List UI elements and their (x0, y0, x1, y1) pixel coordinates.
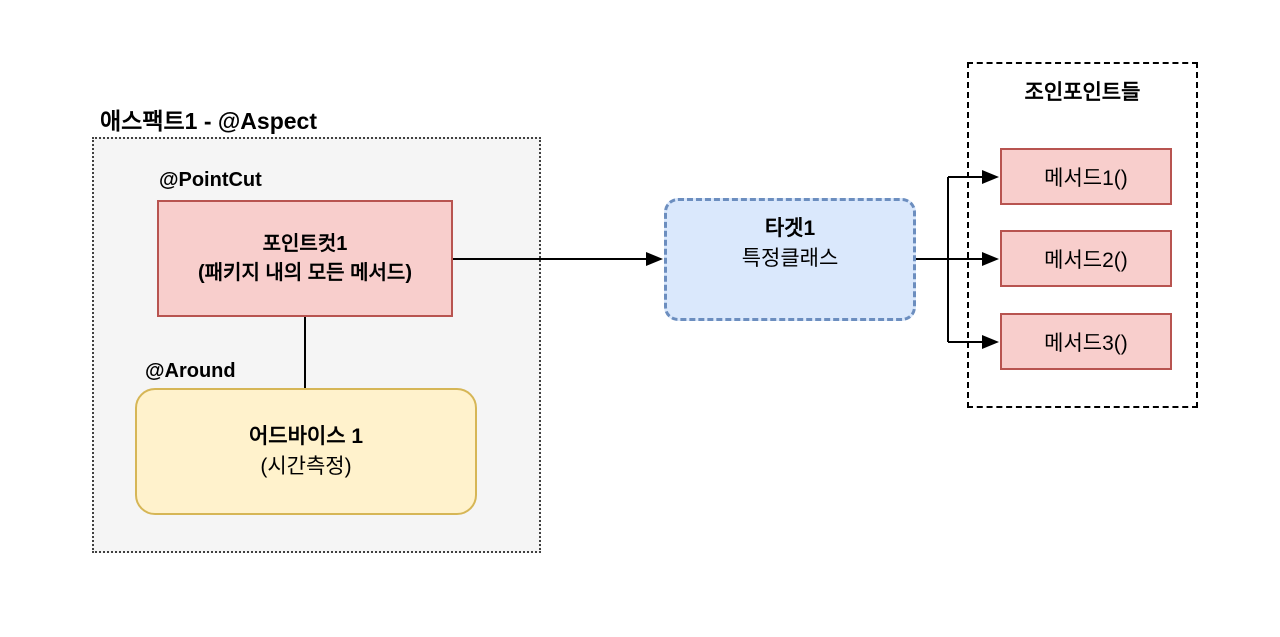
target-description: 특정클래스 (741, 246, 839, 270)
method3-node: 메서드3() (1000, 313, 1172, 370)
method2-node: 메서드2() (1000, 230, 1172, 287)
arrowhead-target (646, 252, 663, 266)
method1-node: 메서드1() (1000, 148, 1172, 205)
method3-label: 메서드3() (1044, 331, 1128, 355)
joinpoints-container (967, 62, 1198, 408)
method2-label: 메서드2() (1044, 248, 1128, 272)
target-name: 타겟1 (764, 216, 816, 240)
around-annotation-label: @Around (145, 360, 236, 382)
target-node: 타겟1 특정클래스 (664, 198, 916, 321)
pointcut-description: (패키지 내의 모든 메서드) (198, 261, 412, 284)
advice-description: (시간측정) (260, 454, 352, 478)
advice-name: 어드바이스 1 (248, 424, 364, 448)
joinpoints-title: 조인포인트들 (1024, 81, 1141, 104)
aspect-title: 애스팩트1 - @Aspect (100, 108, 317, 134)
pointcut-node: 포인트컷1 (패키지 내의 모든 메서드) (157, 200, 453, 317)
pointcut-annotation-label: @PointCut (159, 169, 262, 191)
advice-node: 어드바이스 1 (시간측정) (135, 388, 477, 515)
pointcut-name: 포인트컷1 (262, 232, 348, 255)
method1-label: 메서드1() (1044, 166, 1128, 190)
